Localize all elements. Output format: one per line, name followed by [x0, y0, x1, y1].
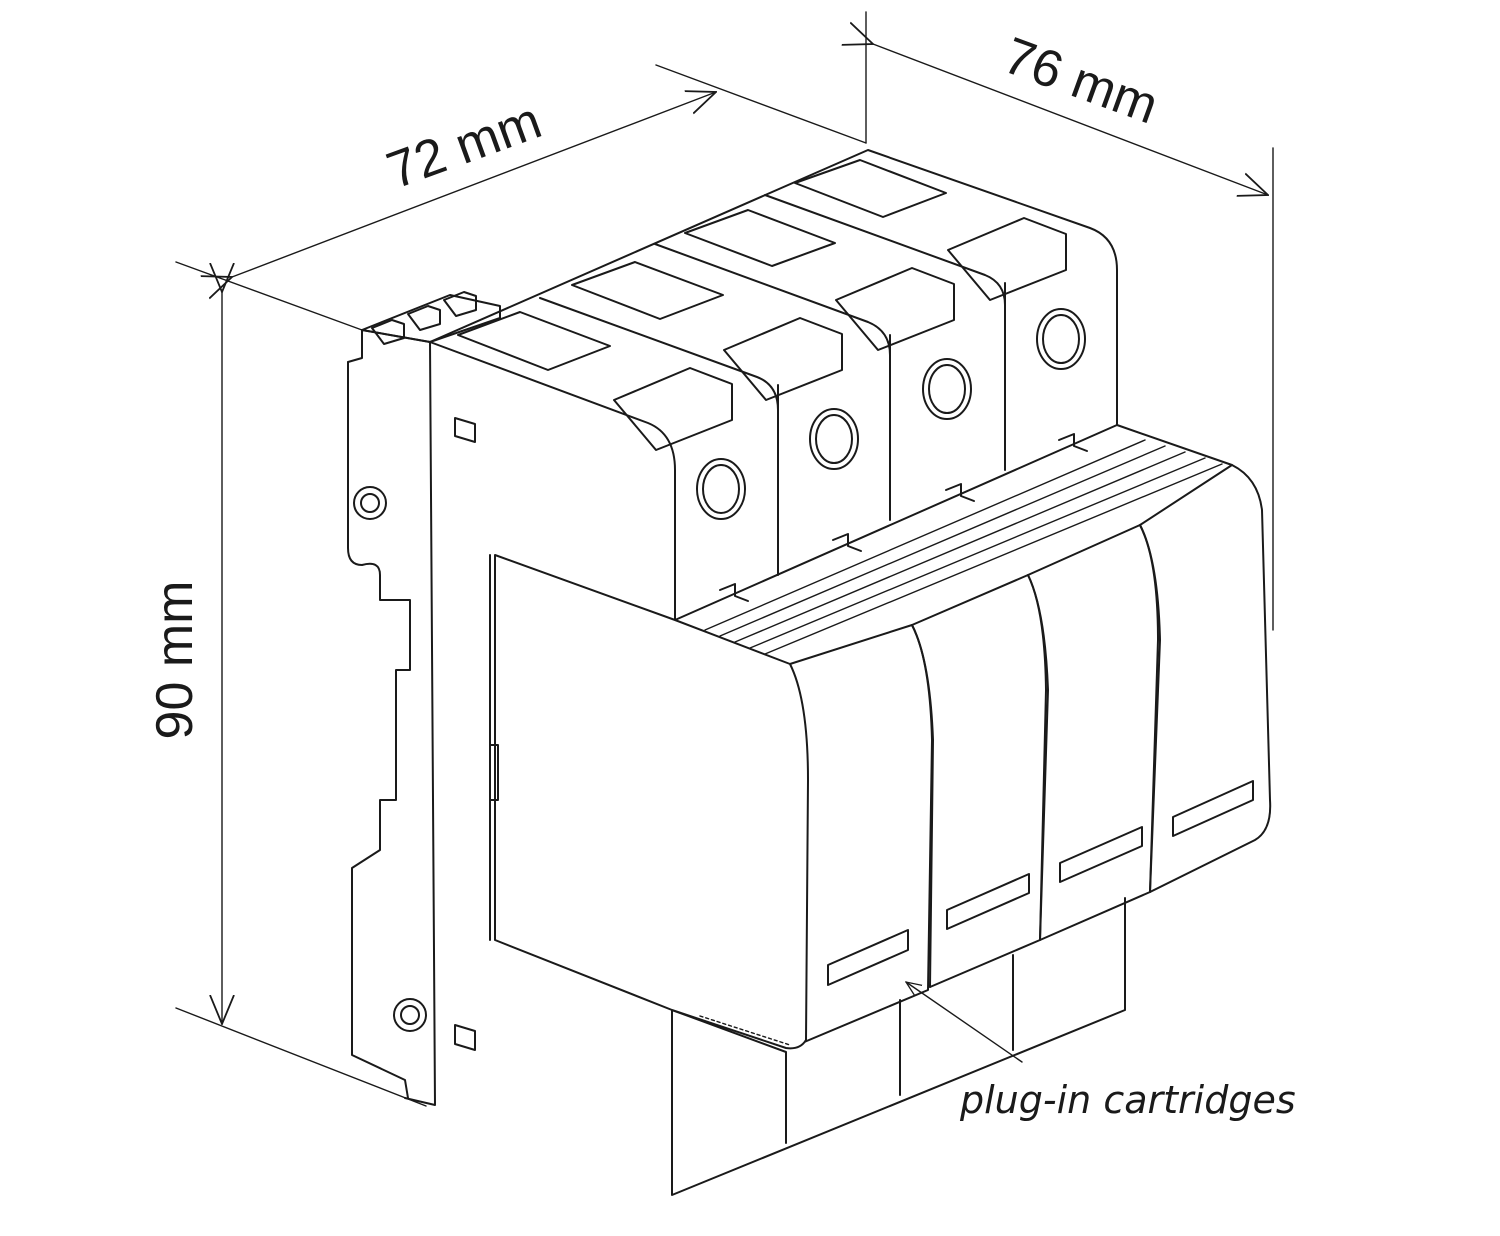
screw-slot-1 — [613, 367, 733, 451]
screw-holes — [696, 308, 1086, 520]
ribbed-band — [674, 424, 1233, 655]
side-profile — [347, 329, 499, 1106]
side-slot-top — [454, 417, 476, 443]
base-outline — [671, 897, 1126, 1196]
screw-hole-icon — [922, 358, 972, 420]
cartridge-3 — [1027, 524, 1159, 941]
depth-dimension-line — [873, 44, 1268, 195]
height-label: 90 mm — [146, 581, 204, 740]
module-top-edge-1 — [539, 297, 779, 411]
cartridge-serration — [699, 1015, 791, 1046]
cartridge-callout: plug-in cartridges — [906, 982, 1296, 1122]
screw-hole-icon — [1036, 308, 1086, 370]
callout-leader-line — [906, 982, 1023, 1063]
side-front-edge — [361, 329, 436, 1106]
side-slot-bottom — [454, 1024, 476, 1051]
dimension-height: 90 mm — [146, 292, 427, 1107]
width-dimension-line — [232, 92, 716, 277]
aux-terminal-2 — [407, 305, 441, 331]
extension-line-bottom — [175, 1007, 427, 1107]
screw-hole-inner-icon — [702, 464, 740, 514]
side-rivet-bottom-inner-icon — [400, 1005, 420, 1025]
terminal-opening-3 — [684, 209, 836, 267]
cartridge-label-2 — [946, 873, 1030, 930]
cartridge-label-4 — [1172, 780, 1254, 837]
module-top-edge-3 — [764, 194, 1006, 306]
top-housing — [429, 149, 1118, 621]
side-notch — [489, 744, 499, 801]
cartridges — [494, 464, 1272, 1050]
screw-hole-icon — [696, 458, 746, 520]
screw-slot-2 — [723, 317, 843, 401]
base-blocks — [671, 897, 1126, 1196]
rib-3 — [734, 451, 1186, 643]
extension-line-right — [655, 64, 867, 144]
latch-tab-3 — [945, 483, 975, 502]
module-top-edge-2 — [654, 243, 891, 356]
cartridge-4 — [1139, 464, 1272, 893]
device-body — [347, 149, 1272, 1196]
cartridge-label-3 — [1059, 826, 1143, 883]
latch-tab-1 — [719, 583, 749, 602]
depth-label: 76 mm — [996, 27, 1165, 136]
side-top-corner — [347, 329, 363, 363]
callout-label: plug-in cartridges — [959, 1078, 1296, 1122]
aux-terminal-housing — [361, 294, 501, 343]
latch-tab-4 — [1058, 433, 1088, 452]
extension-line-left — [175, 261, 363, 331]
base-block-1 — [671, 1009, 787, 1144]
terminal-openings — [457, 159, 1067, 451]
rib-2 — [719, 445, 1166, 637]
dimension-width: 72 mm — [175, 64, 867, 331]
aux-terminal-3 — [443, 291, 477, 317]
rib-4 — [749, 457, 1206, 649]
dimension-depth: 76 mm — [866, 11, 1274, 631]
screw-slot-3 — [835, 267, 955, 351]
aux-terminal-1 — [371, 319, 405, 345]
rib-5 — [764, 463, 1223, 655]
width-label: 72 mm — [380, 92, 549, 201]
module-top-edge-front — [429, 341, 676, 621]
screw-hole-inner-icon — [928, 364, 966, 414]
cartridge-2 — [911, 574, 1047, 988]
aux-terminal-blocks — [361, 291, 501, 345]
rib-1 — [704, 439, 1146, 631]
screw-slot-4 — [947, 217, 1067, 301]
cartridge-label-1 — [827, 929, 909, 986]
din-rail-clip-profile — [347, 361, 411, 1099]
side-rivet-bottom-icon — [393, 998, 427, 1032]
terminal-opening-2 — [571, 261, 724, 320]
screw-hole-inner-icon — [815, 414, 853, 464]
latch-tab-2 — [832, 533, 862, 552]
side-rivet-top-icon — [353, 486, 387, 520]
screw-hole-icon — [809, 408, 859, 470]
top-back-edge — [429, 149, 1118, 426]
cartridge-1-face — [494, 554, 809, 1050]
cartridge-1 — [789, 624, 933, 1049]
terminal-opening-1 — [457, 311, 611, 371]
terminal-opening-4 — [794, 159, 947, 218]
band-top-edge — [674, 424, 1233, 621]
screw-hole-inner-icon — [1042, 314, 1080, 364]
side-rivet-top-inner-icon — [360, 493, 380, 513]
